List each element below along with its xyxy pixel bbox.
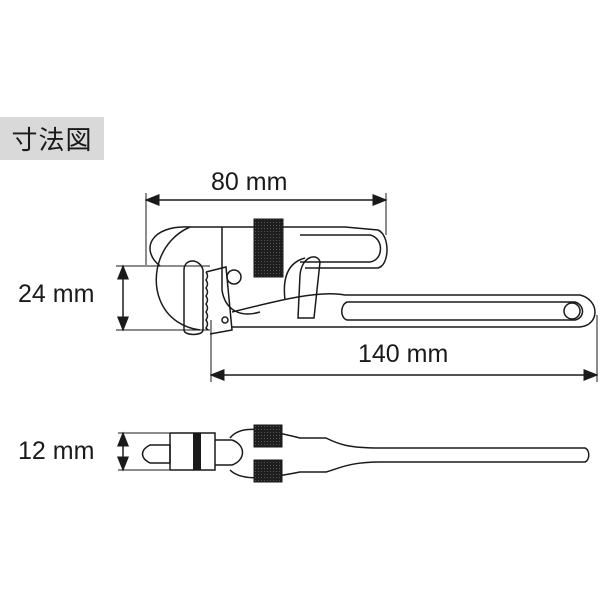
dimension-label-80mm: 80 mm [211, 168, 288, 196]
wrench-top-view [141, 428, 590, 479]
dimension-line-24mm [116, 264, 210, 332]
knurled-nut-side [253, 218, 284, 278]
dimension-line-80mm [144, 193, 388, 265]
knurled-nut-top-lower [253, 459, 283, 483]
diagram-title: 寸法図 [0, 117, 104, 160]
dimension-label-12mm: 12 mm [18, 437, 95, 465]
dimension-label-24mm: 24 mm [18, 280, 95, 308]
dimension-line-140mm [209, 315, 599, 382]
jaw-band-top [193, 433, 201, 470]
wrench-side-view [149, 226, 596, 336]
dimension-label-140mm: 140 mm [358, 340, 449, 368]
dimension-line-12mm [117, 431, 170, 472]
knurled-nut-top-upper [253, 424, 283, 448]
